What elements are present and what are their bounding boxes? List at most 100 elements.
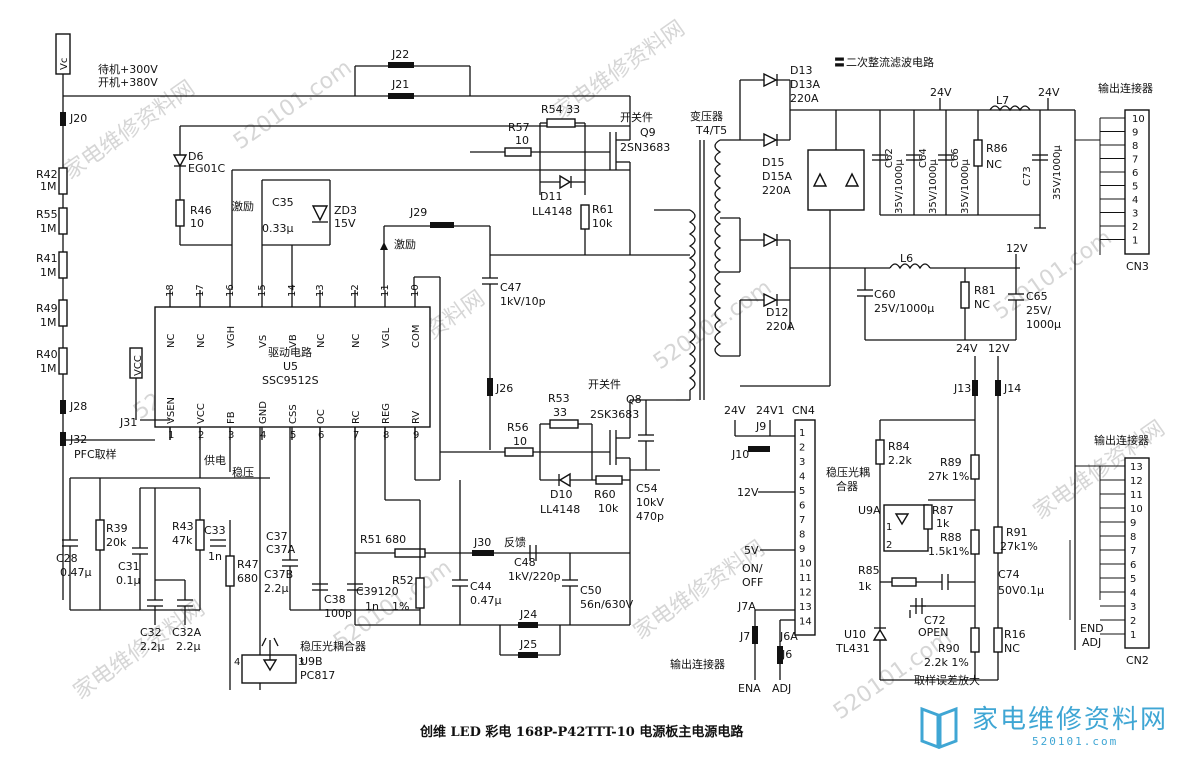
- cn4-pin: 11: [799, 573, 812, 584]
- r53-value: 33: [553, 406, 567, 419]
- l7-label: L7: [996, 94, 1009, 107]
- c65-value: 1000μ: [1026, 318, 1061, 331]
- ic-pin-number: 13: [315, 284, 326, 297]
- site-logo: 家电维修资料网 520101.com: [912, 697, 1182, 757]
- cn2-pin: 8: [1130, 532, 1136, 543]
- l6-label: L6: [900, 252, 913, 265]
- q9-switch: R57 10 R54 33 D11 LL4148 R61 10k 开关件 Q9 …: [470, 96, 690, 256]
- c39-label: C39120: [356, 585, 399, 598]
- c54-value: 470p: [636, 510, 664, 523]
- jumper-label: J21: [391, 78, 409, 91]
- feedback-network: J30 反馈 C48 1kV/220p C50 56n/630V C44 0.4…: [355, 480, 634, 658]
- c28-label: C28: [56, 552, 78, 565]
- r46-value: 10: [190, 217, 204, 230]
- r86-value: NC: [986, 158, 1002, 171]
- r81-value: NC: [974, 298, 990, 311]
- r61-label: R61: [592, 203, 614, 216]
- c32a-value: 2.2μ: [176, 640, 201, 653]
- r54-label: R54 33: [541, 103, 580, 116]
- u10-value: TL431: [835, 642, 870, 655]
- cn3-pin: 6: [1132, 168, 1138, 179]
- transformer-ref: T4/T5: [695, 124, 727, 137]
- ic-pin-number: 3: [228, 430, 234, 441]
- onoff-label: OFF: [742, 576, 763, 589]
- secondary-mark: 〓: [834, 56, 845, 69]
- cn3-title: 输出连接器: [1098, 81, 1153, 95]
- jumper-label: J10: [731, 448, 749, 461]
- u9a-desc: 合器: [836, 479, 858, 493]
- c37-label: C37: [266, 530, 288, 543]
- error-amplifier: 24V 12V J13 J14 R84 2.2k 稳压光耦 合器 U9A 1 2…: [826, 342, 1044, 687]
- supply-label: 供电: [204, 453, 226, 467]
- ic-part: SSC9512S: [262, 374, 319, 387]
- r16-label: R16: [1004, 628, 1026, 641]
- cn2-pin: 4: [1130, 588, 1136, 599]
- resistor-value: 1M: [40, 222, 57, 235]
- r47-label: R47: [237, 558, 259, 571]
- jumper-label: J26: [495, 382, 513, 395]
- c37b-label: C37B: [264, 568, 293, 581]
- vcc-label: VCC: [133, 355, 144, 376]
- resistor-ref: R41: [36, 252, 58, 265]
- c37-value: 2.2μ: [264, 582, 289, 595]
- resistor-value: 1M: [40, 180, 57, 193]
- cn4-24v: 24V: [724, 404, 746, 417]
- cn4-title: 输出连接器: [670, 657, 725, 671]
- c54-label: C54: [636, 482, 658, 495]
- jumper-label: J22: [391, 48, 409, 61]
- ic-pin-number: 15: [257, 284, 268, 297]
- ic-pin-number: 12: [350, 284, 361, 297]
- ic-pin-number: 4: [260, 430, 266, 441]
- ic-pin-name: COM: [411, 325, 422, 348]
- c31-value: 0.1μ: [116, 574, 141, 587]
- input-section: Vc 待机+300V 开机+380V J20 R42 1M R55 1M R41…: [36, 33, 630, 600]
- ic-pin-name: RC: [351, 411, 362, 424]
- r85-value: 1k: [858, 580, 872, 593]
- q9-ref: Q9: [640, 126, 656, 139]
- cn2-pin: 11: [1130, 490, 1143, 501]
- d12-value: 220A: [766, 320, 795, 333]
- cn4-pin: 10: [799, 559, 812, 570]
- r43-value: 47k: [172, 534, 193, 547]
- u10-label: U10: [844, 628, 866, 641]
- d13-value: 220A: [790, 92, 819, 105]
- adj-label: ADJ: [772, 682, 791, 695]
- ic-pin-name: VS: [258, 335, 269, 348]
- ic-pin-number: 8: [383, 430, 389, 441]
- c37a-label: C37A: [266, 543, 296, 556]
- watermark: 家电维修资料网: [59, 76, 200, 185]
- r56-value: 10: [513, 435, 527, 448]
- cn3-label: CN3: [1126, 260, 1149, 273]
- cn4-24v1: 24V1: [756, 404, 785, 417]
- cn4-5v: 5V: [744, 544, 759, 557]
- watermark: 520101.com: [649, 275, 776, 375]
- secondary-title: 二次整流滤波电路: [846, 55, 934, 69]
- top-jumpers: J22 J21: [354, 48, 471, 99]
- resistor-value: 1M: [40, 266, 57, 279]
- cn4-pin: 7: [799, 515, 805, 526]
- ic-pin-number: 18: [165, 284, 176, 297]
- c48-label: C48: [514, 556, 536, 569]
- r87-label: R87: [932, 504, 954, 517]
- r84-value: 2.2k: [888, 454, 912, 467]
- excite-label: 激励: [232, 199, 254, 213]
- cn4-pin: 14: [799, 617, 812, 628]
- c47-network: C47 1kV/10p J26: [482, 226, 546, 450]
- ic-pin-name: NC: [166, 334, 177, 348]
- jumper-label: J24: [519, 608, 537, 621]
- c50-value: 56n/630V: [580, 598, 634, 611]
- cn2-label: CN2: [1126, 654, 1149, 667]
- pin-number: 2: [886, 540, 892, 551]
- d13-label: D13: [790, 64, 812, 77]
- cn3-connector: 输出连接器 CN3: [1060, 81, 1153, 650]
- r56-label: R56: [507, 421, 529, 434]
- ic-pin-name: NC: [351, 334, 362, 348]
- on-voltage-label: 开机+380V: [98, 75, 158, 89]
- cn2-pin: 2: [1130, 616, 1136, 627]
- pin-number: 1: [886, 522, 892, 533]
- ic-pin-name: NC: [196, 334, 207, 348]
- c74-label: C74: [998, 568, 1020, 581]
- ic-pin-name: VSEN: [166, 397, 177, 424]
- jumper-label: J13: [953, 382, 971, 395]
- c72-label: C72: [924, 614, 946, 627]
